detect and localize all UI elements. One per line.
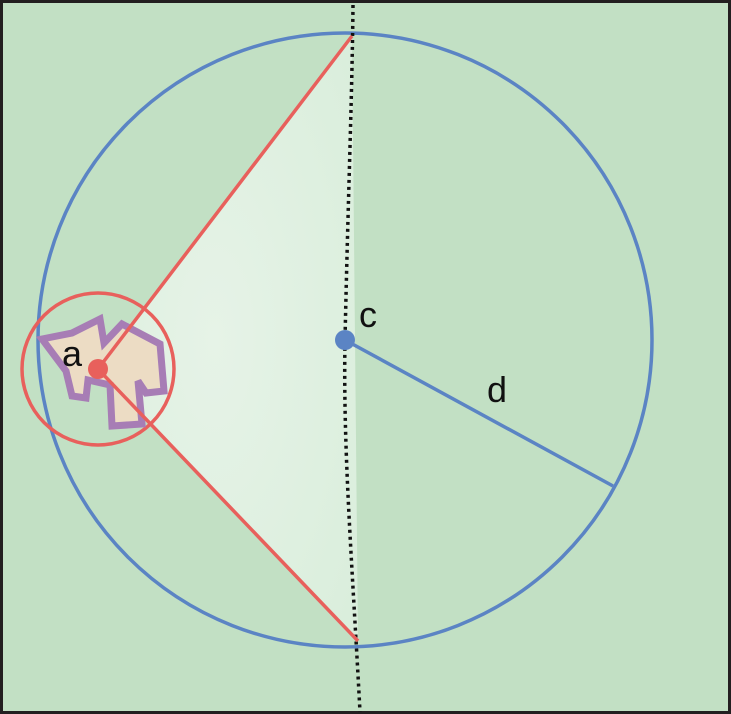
point-a [88, 359, 108, 379]
point-c [335, 330, 355, 350]
small-circle [20, 291, 176, 447]
radius-line [344, 338, 614, 488]
tangent-line-upper [96, 34, 354, 371]
large-circle [36, 31, 654, 649]
label-a: a [62, 333, 83, 374]
tangent-line-lower [96, 367, 360, 643]
label-d: d [487, 369, 507, 410]
label-c: c [359, 294, 377, 335]
shaded-triangle [98, 36, 358, 641]
